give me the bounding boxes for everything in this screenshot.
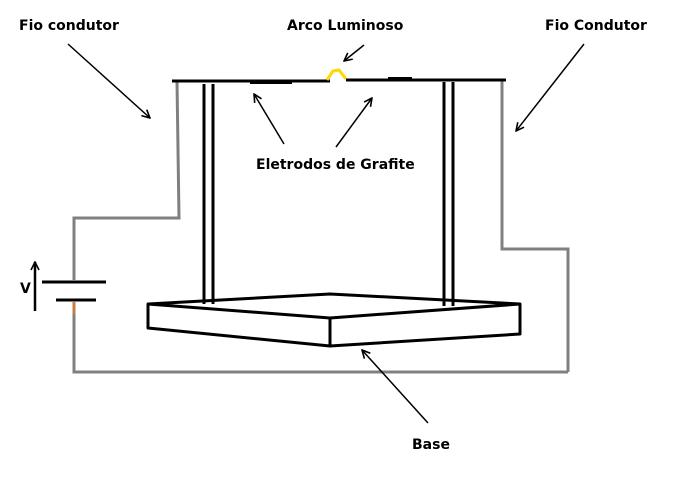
arrow-fio-left bbox=[67, 43, 150, 118]
label-base: Base bbox=[412, 437, 450, 453]
graphite-electrode-right bbox=[442, 82, 455, 306]
label-eletrodos: Eletrodos de Grafite bbox=[256, 157, 415, 173]
label-fio-condutor-left: Fio condutor bbox=[19, 18, 119, 34]
arrow-fio-right bbox=[516, 43, 585, 131]
arrow-base bbox=[362, 350, 429, 424]
label-arco-luminoso: Arco Luminoso bbox=[287, 18, 404, 34]
left-wire bbox=[72, 80, 181, 280]
label-fio-condutor-right: Fio Condutor bbox=[545, 18, 647, 34]
graphite-electrode-left bbox=[202, 84, 215, 304]
label-arrows bbox=[67, 43, 585, 424]
base bbox=[146, 292, 522, 348]
bottom-wire bbox=[72, 305, 568, 374]
arrow-eletrodo-right bbox=[335, 98, 372, 148]
right-wire bbox=[500, 80, 570, 372]
arrow-arco bbox=[344, 44, 365, 61]
top-rod bbox=[172, 77, 506, 84]
battery bbox=[35, 262, 106, 314]
arrow-eletrodo-left bbox=[254, 94, 285, 145]
label-voltage: V bbox=[20, 281, 31, 297]
luminous-arc bbox=[325, 68, 348, 81]
conductor-wire bbox=[72, 80, 570, 374]
